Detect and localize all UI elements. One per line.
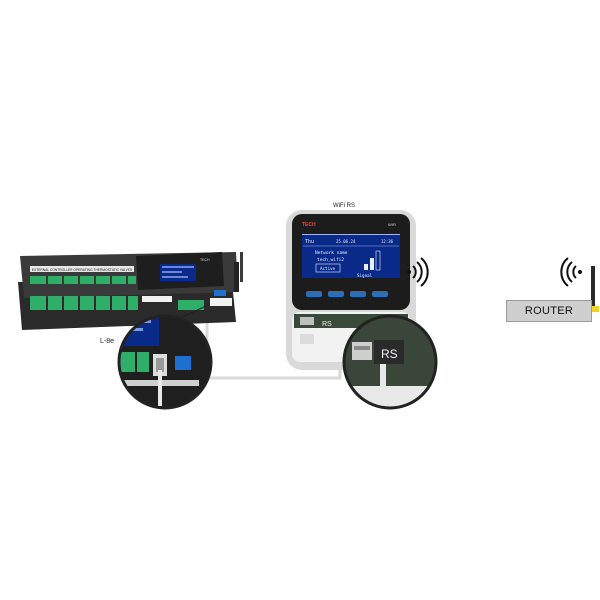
- wifi-lcd: [302, 234, 400, 278]
- wifi-module-brand: TECH: [302, 222, 316, 228]
- lcd-network-value: tech_wifi2: [317, 257, 344, 263]
- antenna-icon: [234, 252, 243, 292]
- lcd-date: 25.06.24: [336, 239, 356, 244]
- lcd-time: 12:36: [381, 239, 394, 244]
- terminal-blocks-top: [30, 276, 136, 284]
- lcd-day: Thu: [305, 239, 314, 245]
- router-label: ROUTER: [524, 305, 574, 317]
- wifi-zoom-circle: RS: [342, 314, 438, 410]
- rs-port-zoom-label: RS: [381, 347, 398, 361]
- rs-port-small-label: RS: [322, 321, 332, 328]
- router: ROUTER: [506, 300, 592, 322]
- lcd-signal-label: Signal: [357, 273, 373, 278]
- controller-brand: TECH: [200, 258, 210, 262]
- lcd-status: Active: [320, 266, 336, 271]
- wifi-signal-icon: [407, 257, 429, 287]
- controller-panel-header: EXTERNAL CONTROLLER OPERATING THERMOSTAT…: [32, 268, 133, 272]
- antenna-icon: [591, 266, 599, 312]
- wifi-module-buttons: [306, 291, 388, 297]
- lcd-network-label: Network name: [315, 250, 348, 256]
- wifi-signal-icon: [560, 257, 582, 287]
- wifi-module-label: WiFi RS: [333, 203, 355, 209]
- terminal-blocks-bottom: [30, 296, 204, 310]
- l8e-controller: EXTERNAL CONTROLLER OPERATING THERMOSTAT…: [18, 252, 243, 330]
- lcd-signal-bars: [364, 250, 381, 271]
- controller-label: L-8e: [100, 338, 115, 345]
- wifi-module-badge: WiFi: [388, 222, 396, 227]
